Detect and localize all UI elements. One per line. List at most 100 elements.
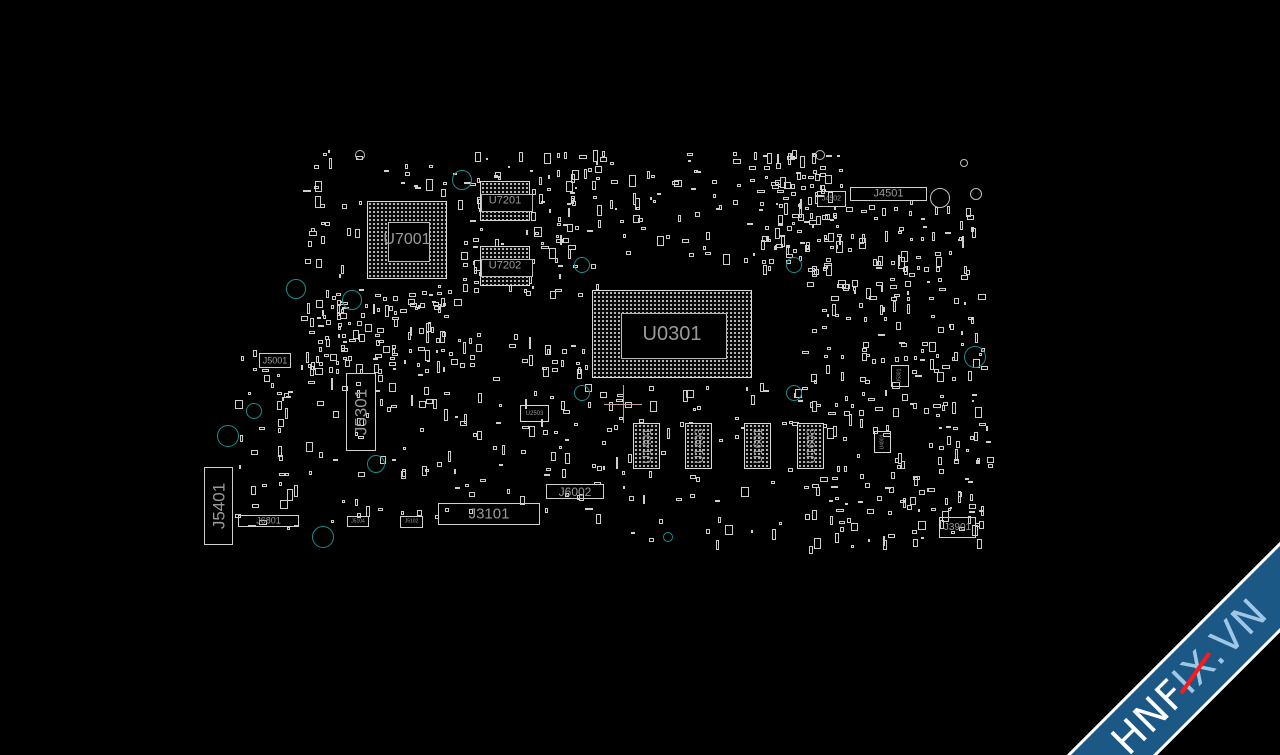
smd-component[interactable] <box>469 509 473 514</box>
smd-component[interactable] <box>860 377 867 382</box>
smd-component[interactable] <box>389 305 393 311</box>
smd-component[interactable] <box>935 206 938 215</box>
smd-component[interactable] <box>311 362 316 370</box>
smd-component[interactable] <box>418 400 426 409</box>
smd-component[interactable] <box>288 390 293 393</box>
smd-component[interactable] <box>940 395 944 398</box>
smd-component[interactable] <box>850 403 855 409</box>
smd-component[interactable] <box>838 168 844 172</box>
smd-component[interactable] <box>374 334 380 338</box>
smd-component[interactable] <box>525 291 531 296</box>
smd-component[interactable] <box>279 473 285 476</box>
smd-component[interactable] <box>308 240 313 247</box>
smd-component[interactable] <box>929 443 933 449</box>
smd-component[interactable] <box>562 238 569 243</box>
smd-component[interactable] <box>963 266 967 274</box>
smd-component[interactable] <box>954 459 960 464</box>
smd-component[interactable] <box>714 499 721 503</box>
smd-component[interactable] <box>986 457 994 464</box>
smd-component[interactable] <box>436 361 441 373</box>
smd-component[interactable] <box>682 389 689 402</box>
smd-component[interactable] <box>441 189 447 198</box>
smd-component[interactable] <box>322 152 328 156</box>
smd-component[interactable] <box>340 308 344 313</box>
smd-component[interactable] <box>876 281 883 287</box>
smd-component[interactable] <box>602 466 606 470</box>
smd-component[interactable] <box>331 519 335 523</box>
smd-component[interactable] <box>946 206 951 214</box>
smd-component[interactable] <box>891 296 897 301</box>
smd-component[interactable] <box>844 502 849 506</box>
smd-component[interactable] <box>238 465 241 470</box>
smd-component[interactable] <box>921 237 925 241</box>
smd-component[interactable] <box>908 210 913 216</box>
smd-component[interactable] <box>565 493 569 498</box>
smd-component[interactable] <box>913 403 917 410</box>
smd-component[interactable] <box>533 227 542 238</box>
smd-component[interactable] <box>839 235 842 245</box>
smd-component[interactable] <box>473 245 479 248</box>
smd-component[interactable] <box>913 539 918 548</box>
smd-component[interactable] <box>884 390 888 397</box>
smd-component[interactable] <box>356 381 361 387</box>
smd-component[interactable] <box>807 267 816 272</box>
smd-component[interactable] <box>315 258 322 269</box>
smd-component[interactable] <box>544 508 549 513</box>
smd-component[interactable] <box>551 451 557 461</box>
smd-component[interactable] <box>531 285 534 290</box>
smd-component[interactable] <box>816 194 825 198</box>
smd-component[interactable] <box>787 467 793 472</box>
smd-component[interactable] <box>584 364 588 371</box>
smd-component[interactable] <box>404 163 408 169</box>
smd-component[interactable] <box>898 227 904 232</box>
smd-component[interactable] <box>834 214 837 220</box>
smd-component[interactable] <box>270 382 275 389</box>
smd-component[interactable] <box>910 497 916 506</box>
smd-component[interactable] <box>747 222 753 226</box>
smd-component[interactable] <box>469 219 476 222</box>
smd-component[interactable] <box>892 301 896 312</box>
smd-component[interactable] <box>468 492 475 498</box>
smd-component[interactable] <box>835 402 839 408</box>
smd-component[interactable] <box>805 514 811 521</box>
smd-component[interactable] <box>958 492 963 497</box>
smd-component[interactable] <box>278 428 281 434</box>
connector-j5104[interactable]: J5104 <box>347 516 369 527</box>
smd-component[interactable] <box>763 166 770 170</box>
memory-u1601[interactable]: U1601 <box>744 423 771 469</box>
smd-component[interactable] <box>454 415 459 419</box>
smd-component[interactable] <box>659 518 663 524</box>
smd-component[interactable] <box>961 236 964 248</box>
smd-component[interactable] <box>357 321 362 326</box>
smd-component[interactable] <box>749 178 755 183</box>
smd-component[interactable] <box>621 470 625 475</box>
smd-component[interactable] <box>358 200 363 205</box>
smd-component[interactable] <box>410 302 417 307</box>
smd-component[interactable] <box>563 223 568 226</box>
smd-component[interactable] <box>337 311 340 316</box>
smd-component[interactable] <box>378 375 383 382</box>
smd-component[interactable] <box>520 495 526 505</box>
smd-component[interactable] <box>390 404 397 408</box>
smd-component[interactable] <box>436 349 439 354</box>
smd-component[interactable] <box>609 162 615 165</box>
smd-component[interactable] <box>549 248 557 260</box>
smd-component[interactable] <box>666 428 671 440</box>
smd-component[interactable] <box>614 207 618 211</box>
smd-component[interactable] <box>888 534 896 539</box>
connector-j5102[interactable]: J5102 <box>400 516 423 528</box>
smd-component[interactable] <box>376 328 385 334</box>
smd-component[interactable] <box>234 514 241 519</box>
smd-component[interactable] <box>444 409 449 422</box>
smd-component[interactable] <box>919 490 926 495</box>
smd-component[interactable] <box>386 407 392 413</box>
smd-component[interactable] <box>309 318 314 327</box>
smd-component[interactable] <box>656 192 661 195</box>
smd-component[interactable] <box>414 184 418 187</box>
smd-component[interactable] <box>793 249 797 254</box>
smd-component[interactable] <box>798 399 803 403</box>
smd-component[interactable] <box>937 372 945 383</box>
smd-component[interactable] <box>820 172 827 178</box>
smd-component[interactable] <box>336 303 340 315</box>
smd-component[interactable] <box>960 342 965 347</box>
